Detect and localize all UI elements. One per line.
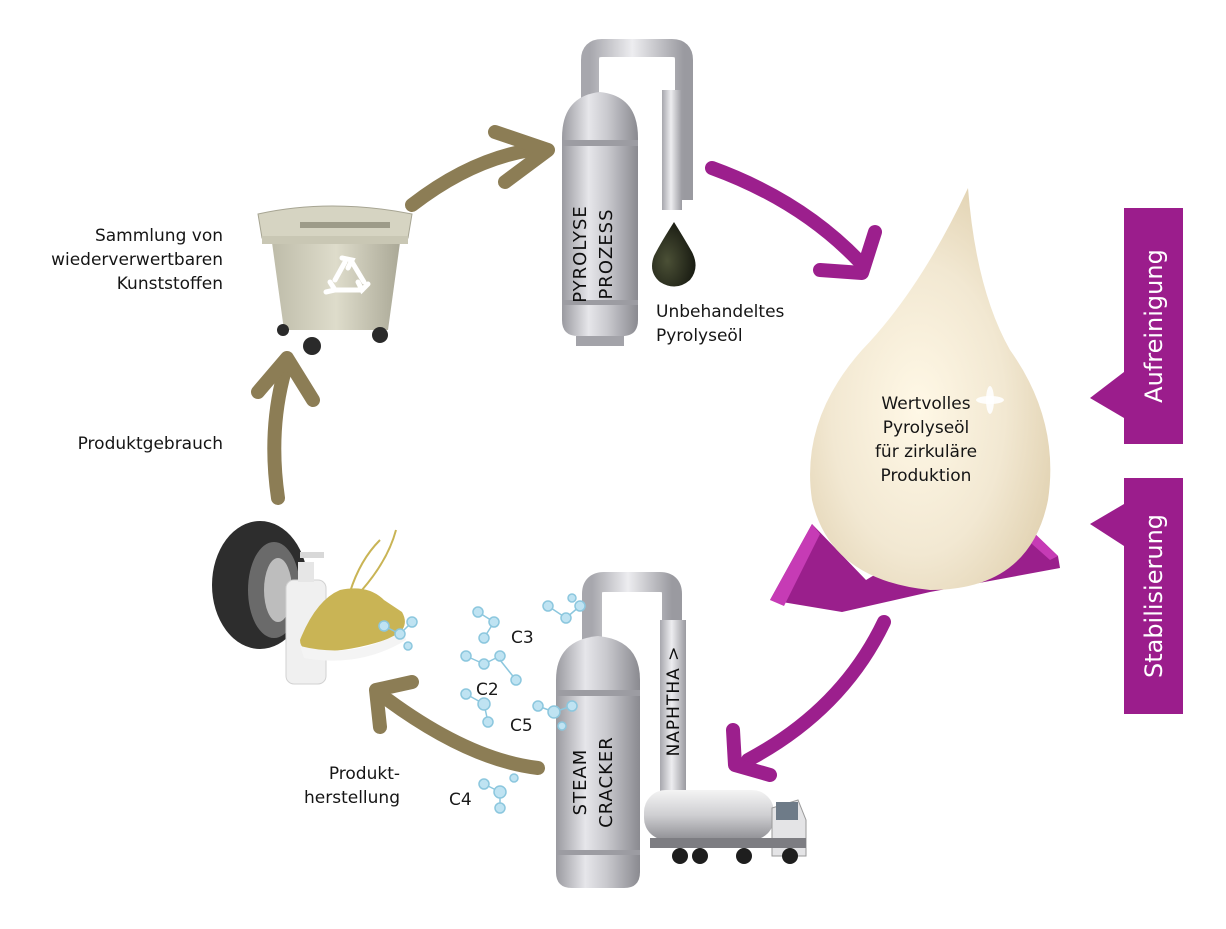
crude-oil-label: Unbehandeltes Pyrolyseöl — [656, 302, 785, 346]
sneaker-icon — [300, 529, 406, 661]
pyrolysis-oil-drop-icon — [770, 188, 1060, 612]
valuable-oil-label: Wertvolles Pyrolyseöl für zirkuläre Prod… — [874, 394, 978, 486]
cracker-label: STEAM CRACKER — [570, 736, 617, 828]
tanker-truck-icon — [644, 790, 807, 864]
collection-label: Sammlung von wiederverwertbaren Kunststo… — [51, 226, 223, 294]
stabilization-tab-label: Stabilisierung — [1140, 513, 1168, 679]
molecule-label-c3: C3 — [511, 628, 534, 648]
flow-arrow-collection-to-pyrolysis — [405, 143, 537, 212]
arrowhead-gold-3 — [251, 351, 320, 407]
flow-arrow-pyrolysis-to-purification — [705, 161, 865, 267]
recycling-bin-icon — [257, 205, 413, 355]
molecule-icon — [378, 593, 586, 814]
flow-arrow-purification-to-cracker — [741, 615, 891, 767]
molecule-label-c2: C2 — [476, 680, 499, 700]
naphtha-label: NAPHTHA > — [664, 645, 684, 757]
arrowhead-purple-2 — [726, 723, 777, 782]
steam-cracker-icon — [556, 572, 686, 888]
crude-oil-drop-icon — [652, 222, 696, 287]
molecule-label-c4: C4 — [449, 790, 472, 810]
recycle-symbol-icon — [323, 255, 371, 295]
purification-tab-label: Aufreinigung — [1140, 249, 1168, 403]
stabilization-tab — [1124, 478, 1183, 714]
flow-arrow-cracker-to-products — [381, 693, 545, 775]
pyrolysis-reactor-icon — [562, 39, 693, 346]
tire-icon — [212, 521, 308, 649]
product-use-label: Produktgebrauch — [77, 434, 223, 454]
manufacturing-label: Produkt- herstellung — [304, 764, 400, 808]
arrowhead-gold-2 — [369, 675, 419, 734]
purification-tab — [1124, 208, 1183, 444]
molecule-label-c5: C5 — [510, 716, 533, 736]
arrowhead-purple-1 — [813, 225, 882, 280]
arrowhead-gold-1 — [488, 125, 555, 189]
reactor-label: PYROLYSE PROZESS — [570, 205, 617, 303]
flow-arrow-products-to-collection — [267, 363, 292, 505]
